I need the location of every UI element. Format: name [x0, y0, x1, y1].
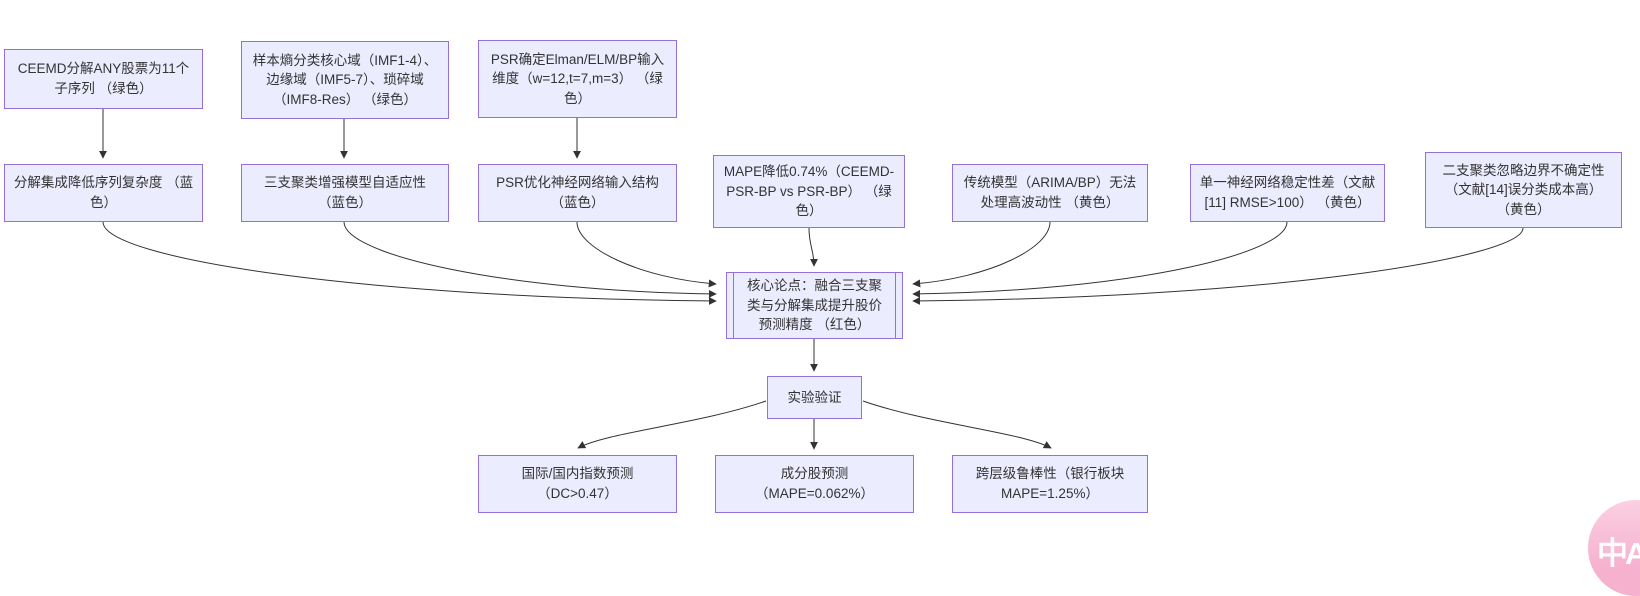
node-constituent-prediction: 成分股预测 （MAPE=0.062%） [715, 455, 914, 513]
node-mape-improvement: MAPE降低0.74%（CEEMD-PSR-BP vs PSR-BP） （绿色） [713, 155, 905, 228]
node-sample-entropy: 样本熵分类核心域（IMF1-4）、边缘域（IMF5-7）、琐碎域（IMF8-Re… [241, 41, 449, 119]
node-experiment-validation: 实验验证 [767, 376, 862, 419]
node-decompose-complexity: 分解集成降低序列复杂度 （蓝色） [4, 164, 203, 222]
node-ceemd-decompose: CEEMD分解ANY股票为11个子序列 （绿色） [4, 49, 203, 109]
edge-mape-to-core [808, 227, 818, 267]
node-label: 样本熵分类核心域（IMF1-4）、边缘域（IMF5-7）、琐碎域（IMF8-Re… [252, 52, 438, 107]
edge-twoway-to-core [912, 227, 1524, 305]
edge-singlenn-to-core [912, 221, 1288, 298]
node-core-thesis: 核心论点：融合三支聚类与分解集成提升股价预测精度 （红色） [726, 272, 903, 339]
edge-traditional-to-core [912, 221, 1051, 288]
node-label: 国际/国内指数预测 （DC>0.47） [521, 466, 634, 501]
node-label: PSR优化神经网络输入结构 （蓝色） [496, 175, 659, 210]
translate-icon: 中A [1597, 535, 1640, 571]
edge-threeway-to-core [343, 221, 717, 298]
node-robustness: 跨层级鲁棒性（银行板块 MAPE=1.25%） [952, 455, 1148, 513]
edge-experiment-to-robustness [862, 400, 1052, 449]
node-psr-dimension: PSR确定Elman/ELM/BP输入维度（w=12,t=7,m=3） （绿色） [478, 40, 677, 118]
edge-experiment-to-index [577, 400, 767, 449]
node-label: 跨层级鲁棒性（银行板块 MAPE=1.25%） [975, 466, 1125, 501]
node-index-prediction: 国际/国内指数预测 （DC>0.47） [478, 455, 677, 513]
node-label: MAPE降低0.74%（CEEMD-PSR-BP vs PSR-BP） （绿色） [723, 164, 895, 219]
node-label: 分解集成降低序列复杂度 （蓝色） [13, 175, 194, 210]
flowchart-edges [99, 109, 1524, 450]
node-label: 成分股预测 （MAPE=0.062%） [755, 466, 874, 501]
node-label: CEEMD分解ANY股票为11个子序列 （绿色） [17, 61, 190, 96]
node-label: 二支聚类忽略边界不确定性 （文献[14]误分类成本高） （黄色） [1442, 162, 1605, 217]
edge-decomp-to-core [102, 221, 717, 305]
node-label: 核心论点：融合三支聚类与分解集成提升股价预测精度 （红色） [747, 278, 882, 333]
node-twoway-limits: 二支聚类忽略边界不确定性 （文献[14]误分类成本高） （黄色） [1425, 152, 1622, 228]
node-single-nn-instability: 单一神经网络稳定性差（文献[11] RMSE>100） （黄色） [1190, 164, 1385, 222]
edge-psropt-to-core [576, 221, 717, 288]
node-threeway-adaptive: 三支聚类增强模型自适应性 （蓝色） [241, 164, 449, 222]
node-label: PSR确定Elman/ELM/BP输入维度（w=12,t=7,m=3） （绿色） [490, 51, 665, 106]
node-label: 单一神经网络稳定性差（文献[11] RMSE>100） （黄色） [1199, 175, 1376, 210]
node-psr-structure: PSR优化神经网络输入结构 （蓝色） [478, 164, 677, 222]
node-label: 实验验证 [787, 389, 842, 405]
node-traditional-limits: 传统模型（ARIMA/BP）无法处理高波动性 （黄色） [952, 164, 1148, 222]
node-label: 三支聚类增强模型自适应性 （蓝色） [264, 175, 426, 210]
node-label: 传统模型（ARIMA/BP）无法处理高波动性 （黄色） [963, 175, 1137, 210]
